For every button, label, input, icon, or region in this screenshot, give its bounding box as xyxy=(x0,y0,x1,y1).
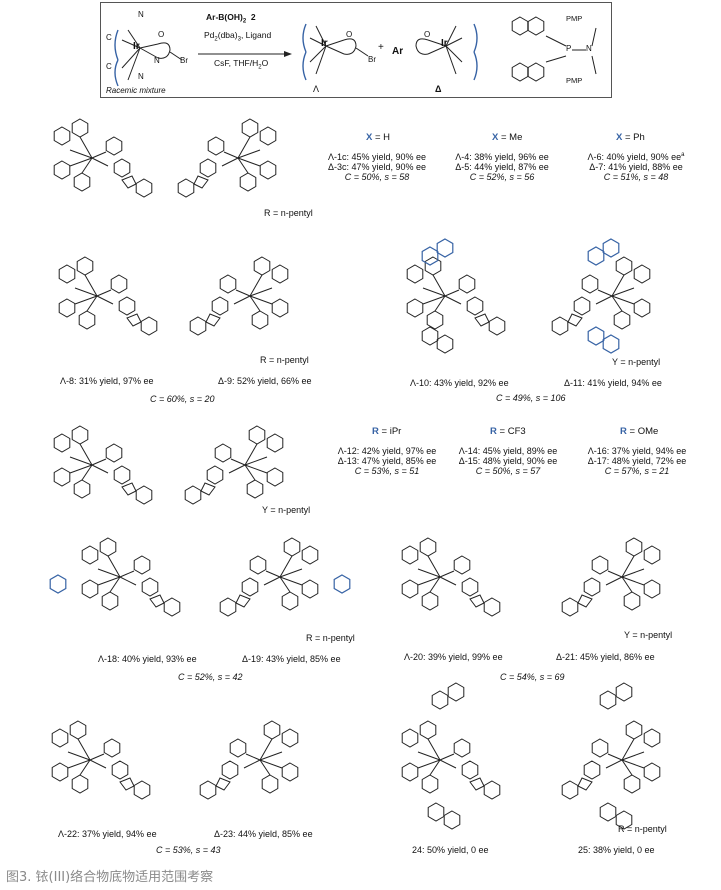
plus-sign: + xyxy=(378,42,384,53)
row2-right-selectivity: C = 49%, s = 106 xyxy=(496,393,566,403)
row3-entry-2: Λ-14: 45% yield, 89% ee Δ-15: 48% yield,… xyxy=(458,446,558,476)
row2-lambda-8-result: Λ-8: 31% yield, 97% ee xyxy=(60,376,154,386)
scheme-product-lambda xyxy=(302,23,369,81)
scheme-C-bottom: C xyxy=(106,62,112,71)
row4-delta-19-structure xyxy=(220,538,351,616)
delta-label: Δ xyxy=(435,84,442,94)
row4-right-selectivity: C = 54%, s = 69 xyxy=(500,672,565,682)
row4-delta-21-structure xyxy=(562,538,660,616)
row4-lambda-18-structure xyxy=(49,538,180,616)
scheme-metal-delta: Ir xyxy=(441,38,448,49)
reaction-scheme-box xyxy=(100,2,612,98)
scheme-C-top: C xyxy=(106,33,112,42)
scheme-O-delta: O xyxy=(424,30,431,39)
row2-delta-9-result: Δ-9: 52% yield, 66% ee xyxy=(218,376,312,386)
scheme-O-lambda: O xyxy=(346,30,353,39)
row1-header-1: X = H xyxy=(366,132,391,143)
row5-delta-23-result: Δ-23: 44% yield, 85% ee xyxy=(214,829,313,839)
lambda-label: Λ xyxy=(313,84,320,94)
row1-entry-3: Λ-6: 40% yield, 90% eea Δ-7: 41% yield, … xyxy=(587,152,685,182)
scheme-N-start: N xyxy=(154,56,160,65)
row4-lambda-20-result: Λ-20: 39% yield, 99% ee xyxy=(404,652,503,662)
row5-rh-25-structure xyxy=(562,682,660,830)
row1-delta-structure xyxy=(178,119,276,197)
row2-left-note: R = n-pentyl xyxy=(260,355,309,365)
scheme-metal-lambda: Ir xyxy=(321,38,328,49)
row5-lambda-22-structure xyxy=(52,721,150,799)
row1-header-3: X = Ph xyxy=(616,132,645,143)
row3-header-2: R = CF3 xyxy=(490,426,526,437)
row2-delta-11-result: Δ-11: 41% yield, 94% ee xyxy=(564,378,662,388)
row4-lambda-20-structure xyxy=(402,538,500,616)
row5-lambda-22-result: Λ-22: 37% yield, 94% ee xyxy=(58,829,157,839)
row4-left-note: R = n-pentyl xyxy=(306,633,355,643)
row3-entry-3: Λ-16: 37% yield, 94% ee Δ-17: 48% yield,… xyxy=(587,446,687,476)
row4-delta-19-result: Δ-19: 43% yield, 85% ee xyxy=(242,654,341,664)
scheme-phosphoramidite-ligand xyxy=(511,16,597,82)
row3-header-3: R = OMe xyxy=(620,426,659,437)
row1-lambda-structure xyxy=(54,119,152,197)
scheme-Br-lambda: Br xyxy=(368,55,376,64)
ar-label: Ar xyxy=(392,46,404,57)
row2-left-selectivity: C = 60%, s = 20 xyxy=(150,394,215,404)
ligand-N: N xyxy=(586,44,592,53)
row3-entry-1: Λ-12: 42% yield, 97% ee Δ-13: 47% yield,… xyxy=(337,446,437,476)
catalyst-label: Pd2(dba)3, Ligand xyxy=(204,30,272,43)
row1-r-note: R = n-pentyl xyxy=(264,208,313,218)
row1-header-2: X = Me xyxy=(492,132,523,143)
row2-delta-11-structure xyxy=(552,238,650,354)
row5-rh-24-structure xyxy=(402,682,500,830)
row1-entry-2: Λ-4: 38% yield, 96% ee Δ-5: 44% yield, 8… xyxy=(455,152,549,182)
row4-right-note: Y = n-pentyl xyxy=(624,630,673,640)
ligand-pmp-top: PMP xyxy=(566,14,583,23)
row2-right-note: Y = n-pentyl xyxy=(612,357,661,367)
row4-left-selectivity: C = 52%, s = 42 xyxy=(178,672,243,682)
ligand-pmp-bottom: PMP xyxy=(566,76,583,85)
rh-24-result: 24: 50% yield, 0 ee xyxy=(412,845,489,855)
scheme-O-start: O xyxy=(158,30,165,39)
row3-header-1: R = iPr xyxy=(372,426,402,437)
scheme-N-top: N xyxy=(138,10,144,19)
row4-lambda-18-result: Λ-18: 40% yield, 93% ee xyxy=(98,654,197,664)
racemic-label: Racemic mixture xyxy=(106,86,166,95)
scheme-metal-start: Ir xyxy=(133,41,140,52)
scheme-product-delta xyxy=(415,23,478,81)
row5-selectivity: C = 53%, s = 43 xyxy=(156,845,221,855)
row2-delta-9-structure xyxy=(190,257,288,335)
figure-caption: 图3. 铱(III)络合物底物适用范围考察 xyxy=(6,870,214,885)
row2-lambda-8-structure xyxy=(59,257,157,335)
row5-delta-23-structure xyxy=(200,721,298,799)
conditions-label: CsF, THF/H2O xyxy=(214,58,269,71)
scheme-start-complex xyxy=(114,29,183,87)
row1-entry-1: Λ-1c: 45% yield, 90% ee Δ-3c: 47% yield,… xyxy=(327,152,427,182)
ligand-P: P xyxy=(566,44,572,53)
row2-lambda-10-structure xyxy=(407,238,505,354)
reagent-label: Ar-B(OH)2 2 xyxy=(206,12,256,25)
scheme-N-bottom: N xyxy=(138,72,144,81)
scheme-Br-start: Br xyxy=(180,56,188,65)
row3-lambda-structure xyxy=(54,426,152,504)
row3-note: Y = n-pentyl xyxy=(262,505,311,515)
row2-lambda-10-result: Λ-10: 43% yield, 92% ee xyxy=(410,378,509,388)
row5-rh-note: R = n-pentyl xyxy=(618,824,667,834)
row3-delta-structure xyxy=(185,426,283,504)
rh-25-result: 25: 38% yield, 0 ee xyxy=(578,845,655,855)
row4-delta-21-result: Δ-21: 45% yield, 86% ee xyxy=(556,652,655,662)
